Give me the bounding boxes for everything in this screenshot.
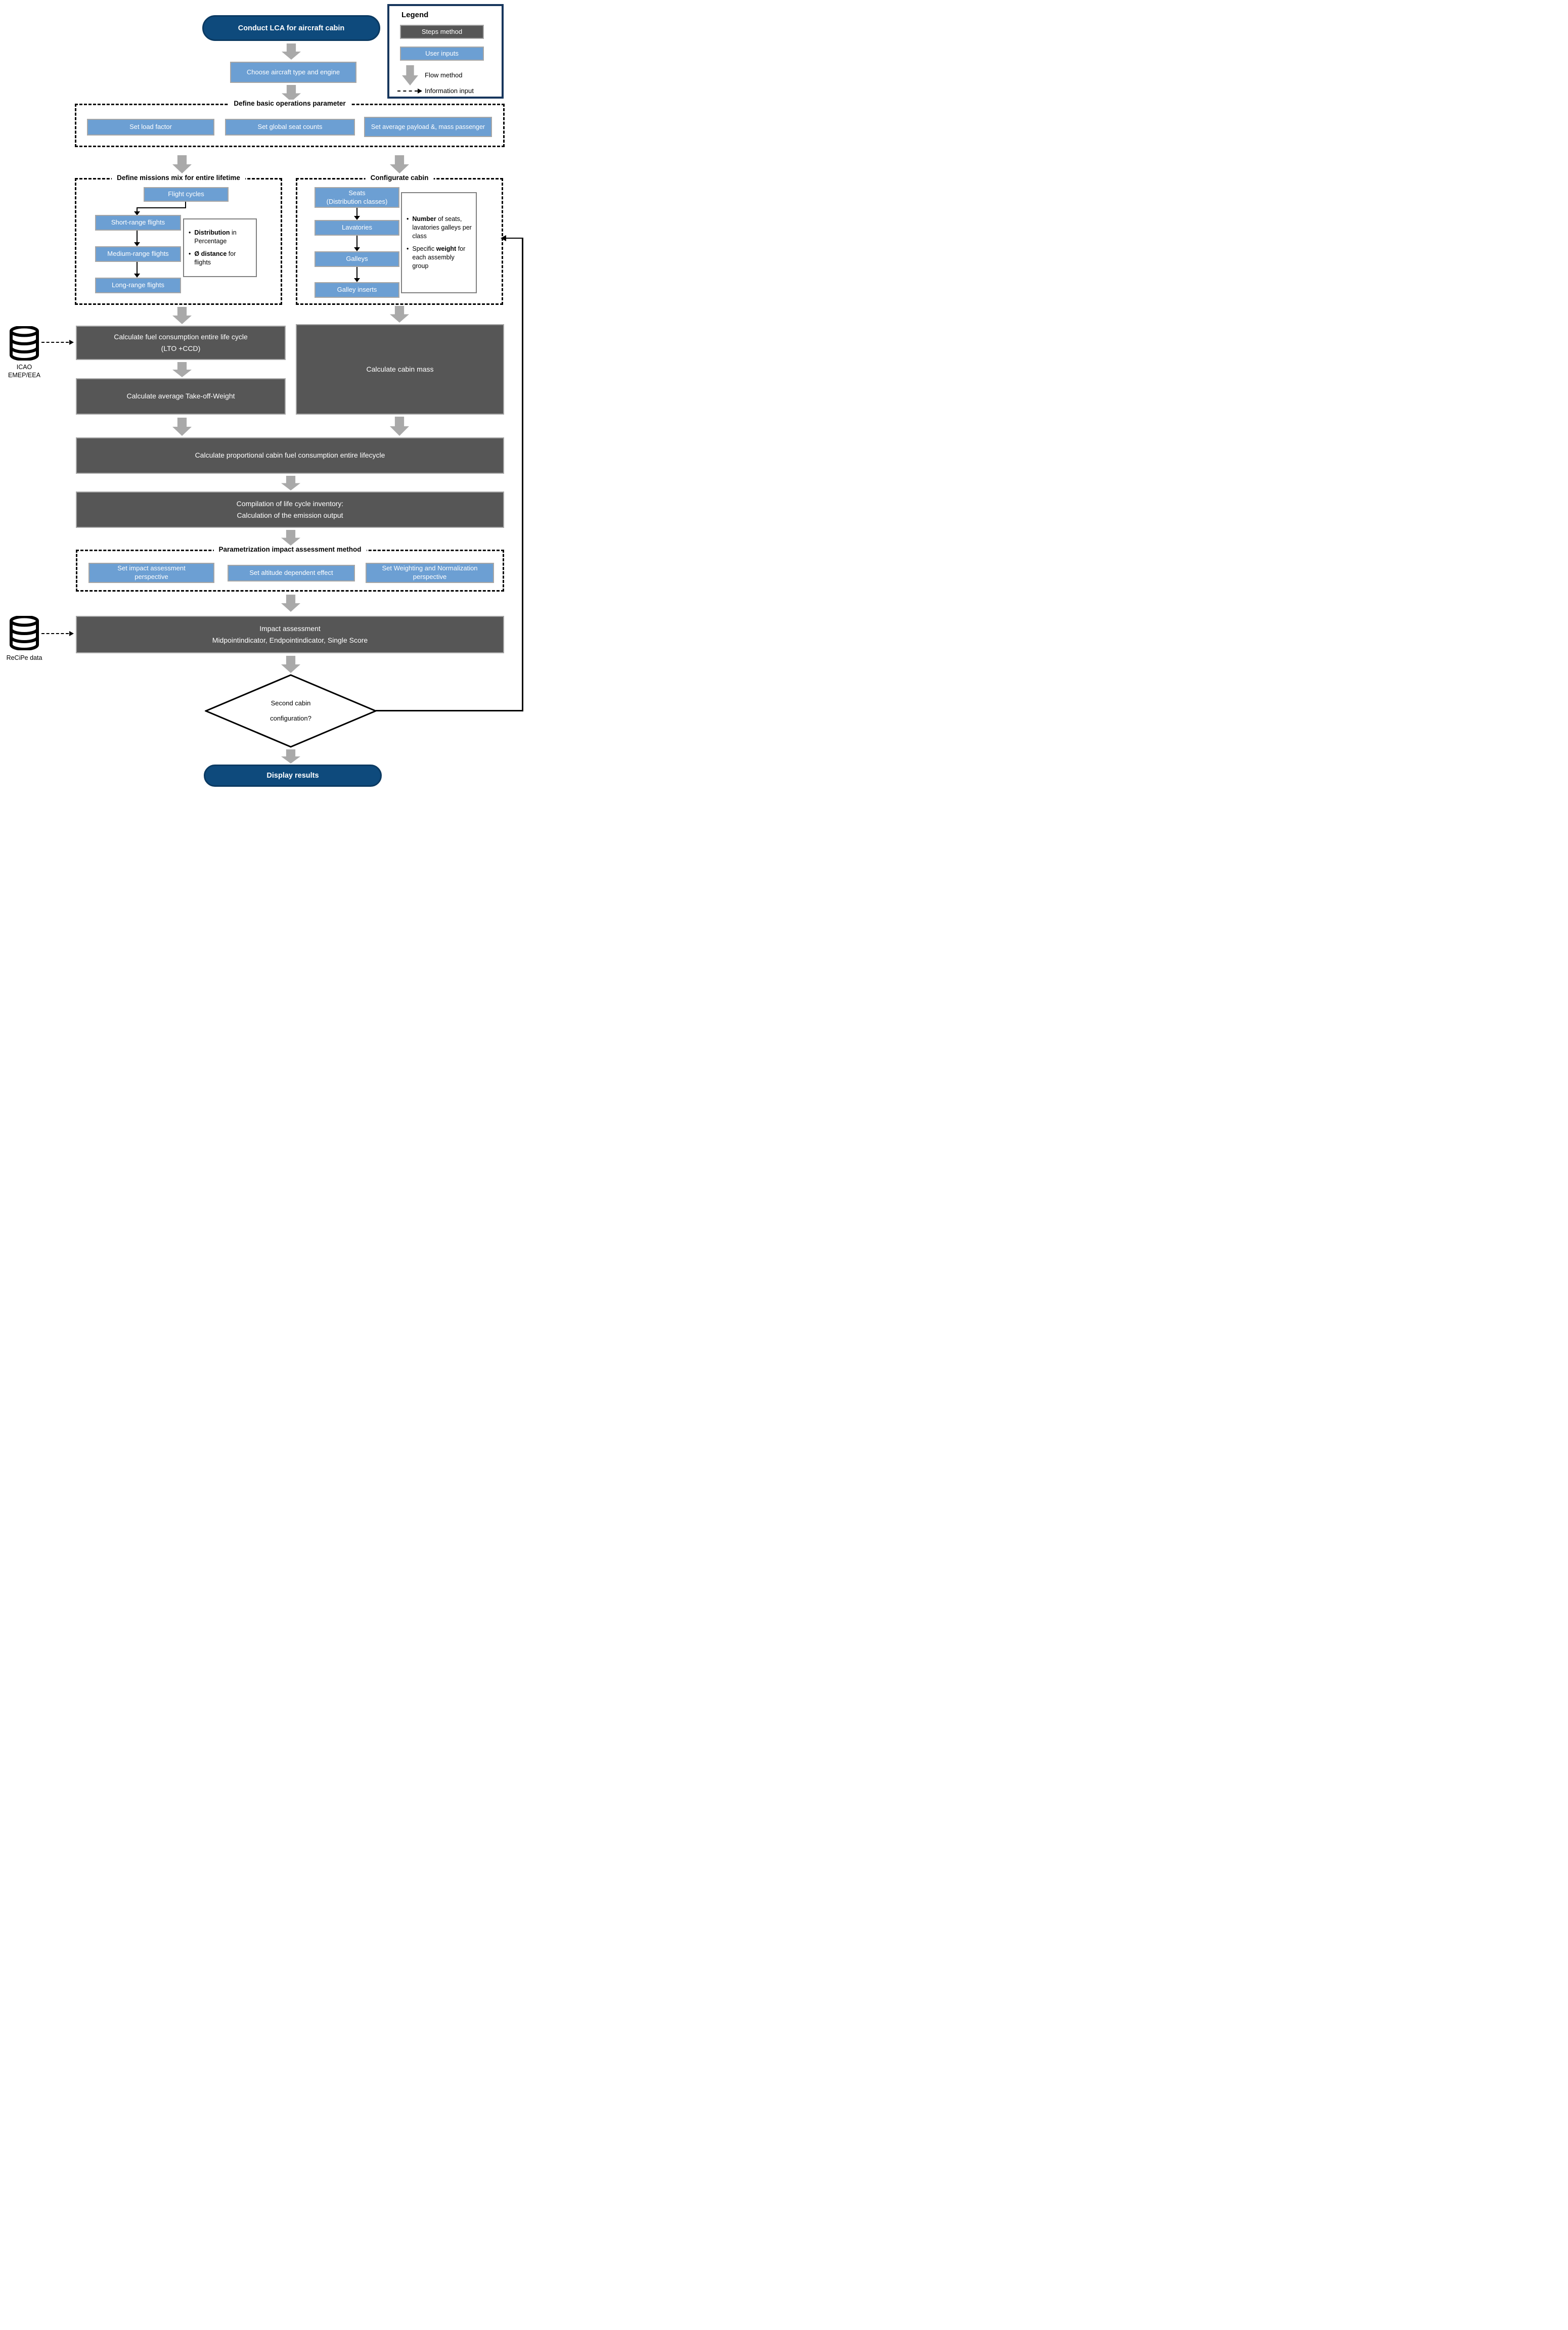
section-title-missions: Define missions mix for entire lifetime [112, 174, 245, 182]
legend: Legend Steps method User inputs Flow met… [387, 4, 504, 99]
connector-line [356, 236, 357, 248]
recipe-database-label: ReCiPe data [6, 654, 42, 661]
legend-info-arrow-line [397, 91, 418, 92]
feedback-arrowhead [501, 235, 506, 241]
flow-arrow-icon [172, 362, 192, 377]
flow-arrow-icon [172, 307, 192, 324]
decision-diamond [205, 674, 377, 748]
note-bullet: Specific weight for each assembly group [406, 245, 472, 271]
legend-steps-swatch: Steps method [400, 25, 484, 39]
input-short-range: Short-range flights [95, 215, 181, 231]
flow-arrow-icon [390, 417, 409, 436]
connector-arrowhead [354, 247, 360, 251]
legend-info-label: Information input [425, 87, 474, 95]
section-missions: Define missions mix for entire lifetime [75, 174, 282, 305]
flow-arrow-icon [281, 530, 300, 546]
note-bullet: Ø distance for flights [188, 250, 252, 267]
start-node: Conduct LCA for aircraft cabin [202, 15, 380, 41]
info-arrow-head [69, 631, 74, 636]
flow-arrow-icon [390, 306, 409, 323]
step-fuel-consumption: Calculate fuel consumption entire life c… [76, 326, 286, 360]
connector-line [137, 231, 138, 243]
section-param: Parametrization impact assessment method [76, 546, 504, 592]
section-cabin: Configurate cabin [296, 174, 503, 305]
step-takeoff-weight: Calculate average Take-off-Weight [76, 378, 286, 415]
input-payload-mass: Set average payload &, mass passenger [364, 117, 492, 137]
flow-arrow-icon [172, 155, 192, 173]
section-title-param: Parametrization impact assessment method [213, 546, 367, 553]
icao-database-label: ICAO EMEP/EEA [8, 364, 40, 379]
step-cabin-mass: Calculate cabin mass [296, 324, 504, 415]
feedback-line [376, 710, 523, 711]
connector-line [356, 267, 357, 279]
flow-arrow-icon [281, 656, 300, 673]
lca-flowchart: Conduct LCA for aircraft cabin Legend St… [0, 0, 529, 787]
step-impact-assessment: Impact assessment Midpointindicator, End… [76, 616, 504, 653]
connector-arrowhead [134, 242, 140, 246]
connector-line [185, 202, 186, 208]
info-arrow-line [41, 342, 69, 343]
input-seats: Seats (Distribution classes) [315, 187, 399, 208]
flow-arrow-icon [281, 749, 300, 764]
step-compilation: Compilation of life cycle inventory: Cal… [76, 491, 504, 528]
end-node: Display results [204, 765, 382, 787]
input-altitude-effect: Set altitude dependent effect [228, 565, 355, 581]
feedback-line [506, 238, 523, 239]
database-icon [10, 326, 39, 361]
input-seat-counts: Set global seat counts [225, 119, 355, 136]
connector-arrowhead [354, 278, 360, 282]
section-title-basic-ops: Define basic operations parameter [229, 100, 351, 107]
connector-line [137, 207, 138, 212]
note-bullet: Distribution in Percentage [188, 229, 252, 246]
note-bullet: Number of seats, lavatories galleys per … [406, 215, 472, 241]
flow-arrow-icon [390, 155, 409, 173]
feedback-line [522, 238, 523, 711]
input-medium-range: Medium-range flights [95, 246, 181, 262]
input-galley-inserts: Galley inserts [315, 282, 399, 298]
input-galleys: Galleys [315, 251, 399, 267]
flow-arrow-icon [281, 476, 300, 490]
choose-aircraft-node: Choose aircraft type and engine [230, 62, 356, 83]
connector-arrowhead [354, 216, 360, 220]
info-arrow-head [69, 340, 74, 345]
input-impact-perspective: Set impact assessment perspective [88, 563, 214, 583]
input-lavatories: Lavatories [315, 220, 399, 236]
database-icon [10, 616, 39, 650]
section-title-cabin: Configurate cabin [365, 174, 434, 182]
legend-flow-label: Flow method [425, 71, 463, 79]
input-flight-cycles: Flight cycles [144, 187, 229, 202]
decision-label: Second cabin configuration? [270, 699, 311, 722]
connector-line [356, 208, 357, 216]
cabin-note: Number of seats, lavatories galleys per … [401, 192, 477, 293]
flow-arrow-icon [172, 418, 192, 436]
connector-arrowhead [134, 274, 140, 278]
input-long-range: Long-range flights [95, 278, 181, 293]
missions-note: Distribution in Percentage Ø distance fo… [183, 218, 257, 277]
legend-title: Legend [401, 11, 429, 19]
connector-arrowhead [134, 211, 140, 215]
legend-inputs-swatch: User inputs [400, 47, 484, 61]
legend-info-arrow-head [418, 88, 422, 94]
flow-arrow-icon [281, 595, 300, 612]
connector-line [137, 262, 138, 274]
info-arrow-line [41, 633, 69, 634]
flow-arrow-icon [282, 43, 301, 60]
section-basic-ops: Define basic operations parameter [75, 100, 505, 147]
input-load-factor: Set load factor [87, 119, 214, 136]
connector-line [137, 207, 186, 208]
legend-flow-arrow-icon [402, 65, 418, 85]
step-proportional-fuel: Calculate proportional cabin fuel consum… [76, 437, 504, 474]
input-weighting-normalization: Set Weighting and Normalization perspect… [366, 563, 494, 583]
